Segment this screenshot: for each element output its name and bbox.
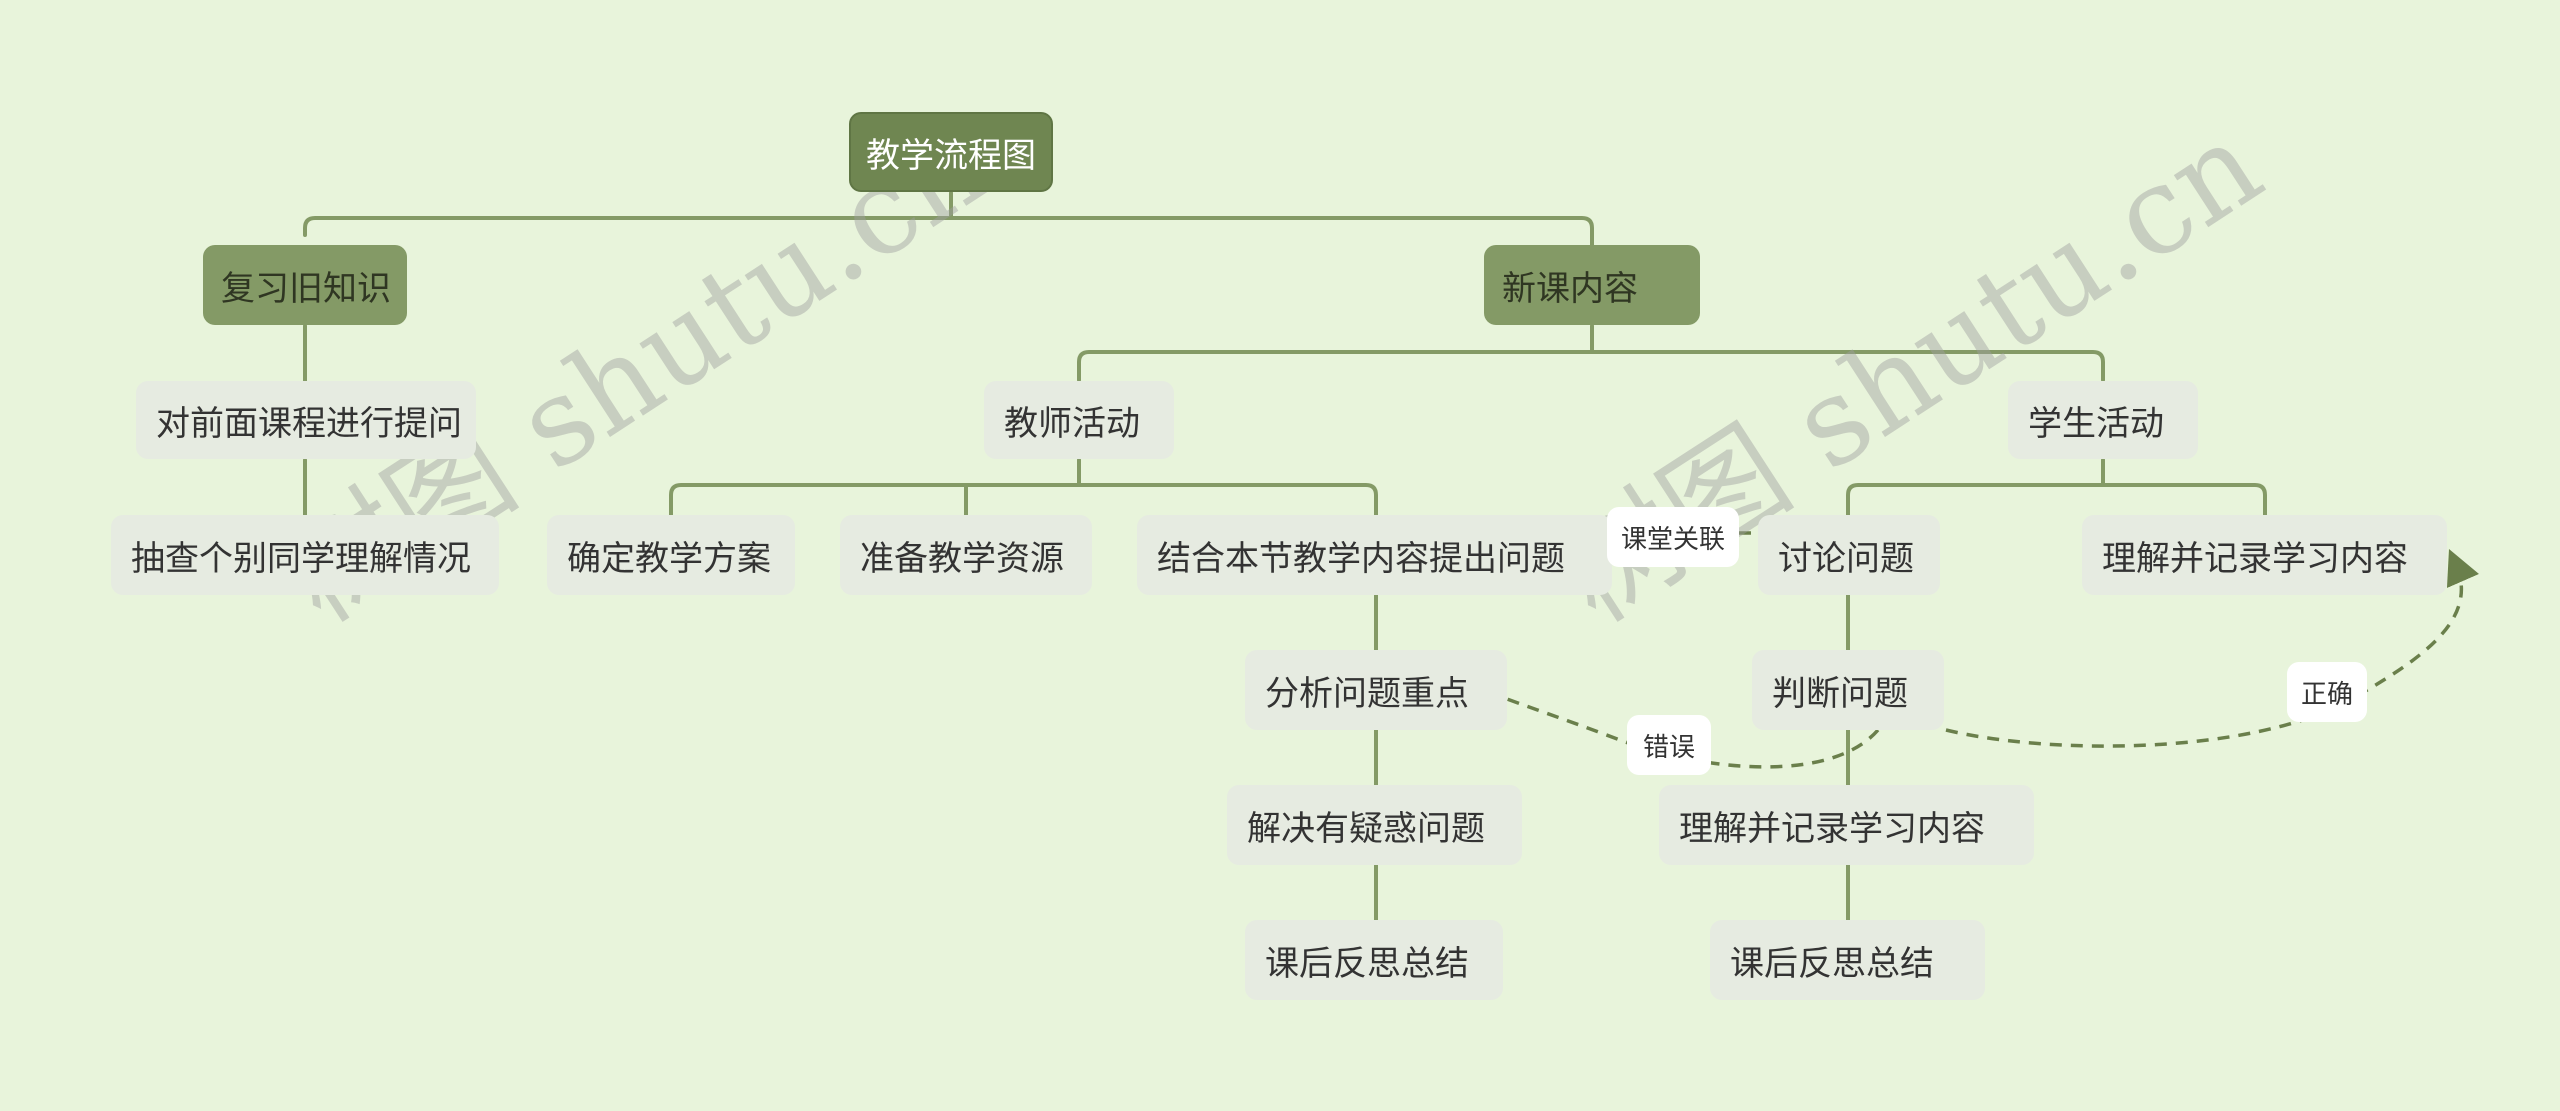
student-followup-record[interactable]: 理解并记录学习内容 bbox=[1659, 785, 2034, 865]
review-item-question[interactable]: 对前面课程进行提问 bbox=[136, 381, 476, 459]
student-followup-judge[interactable]: 判断问题 bbox=[1752, 650, 1944, 730]
review-item-check[interactable]: 抽查个别同学理解情况 bbox=[111, 515, 499, 595]
line-student-bar bbox=[1846, 483, 2267, 517]
teacher-item-resources[interactable]: 准备教学资源 bbox=[840, 515, 1092, 595]
relation-label-classroom[interactable]: 课堂关联 bbox=[1607, 507, 1739, 567]
relation-label-wrong[interactable]: 错误 bbox=[1627, 715, 1711, 775]
teacher-followup-resolve[interactable]: 解决有疑惑问题 bbox=[1227, 785, 1522, 865]
branch-review[interactable]: 复习旧知识 bbox=[203, 245, 407, 325]
line-root-bar bbox=[303, 216, 1594, 247]
line-teacher-bar bbox=[669, 483, 1378, 517]
teacher-followup-reflect[interactable]: 课后反思总结 bbox=[1245, 920, 1503, 1000]
student-activity[interactable]: 学生活动 bbox=[2008, 381, 2198, 459]
relation-label-correct[interactable]: 正确 bbox=[2287, 662, 2367, 722]
teacher-item-plan[interactable]: 确定教学方案 bbox=[547, 515, 795, 595]
teacher-followup-analyze[interactable]: 分析问题重点 bbox=[1245, 650, 1507, 730]
teacher-item-pose-question[interactable]: 结合本节教学内容提出问题 bbox=[1137, 515, 1612, 595]
branch-new-content[interactable]: 新课内容 bbox=[1484, 245, 1700, 325]
teacher-activity[interactable]: 教师活动 bbox=[984, 381, 1174, 459]
root-node[interactable]: 教学流程图 bbox=[849, 112, 1053, 192]
student-item-discuss[interactable]: 讨论问题 bbox=[1758, 515, 1940, 595]
line-activity-bar bbox=[1077, 350, 2105, 382]
student-followup-reflect[interactable]: 课后反思总结 bbox=[1710, 920, 1985, 1000]
student-item-record[interactable]: 理解并记录学习内容 bbox=[2082, 515, 2447, 595]
